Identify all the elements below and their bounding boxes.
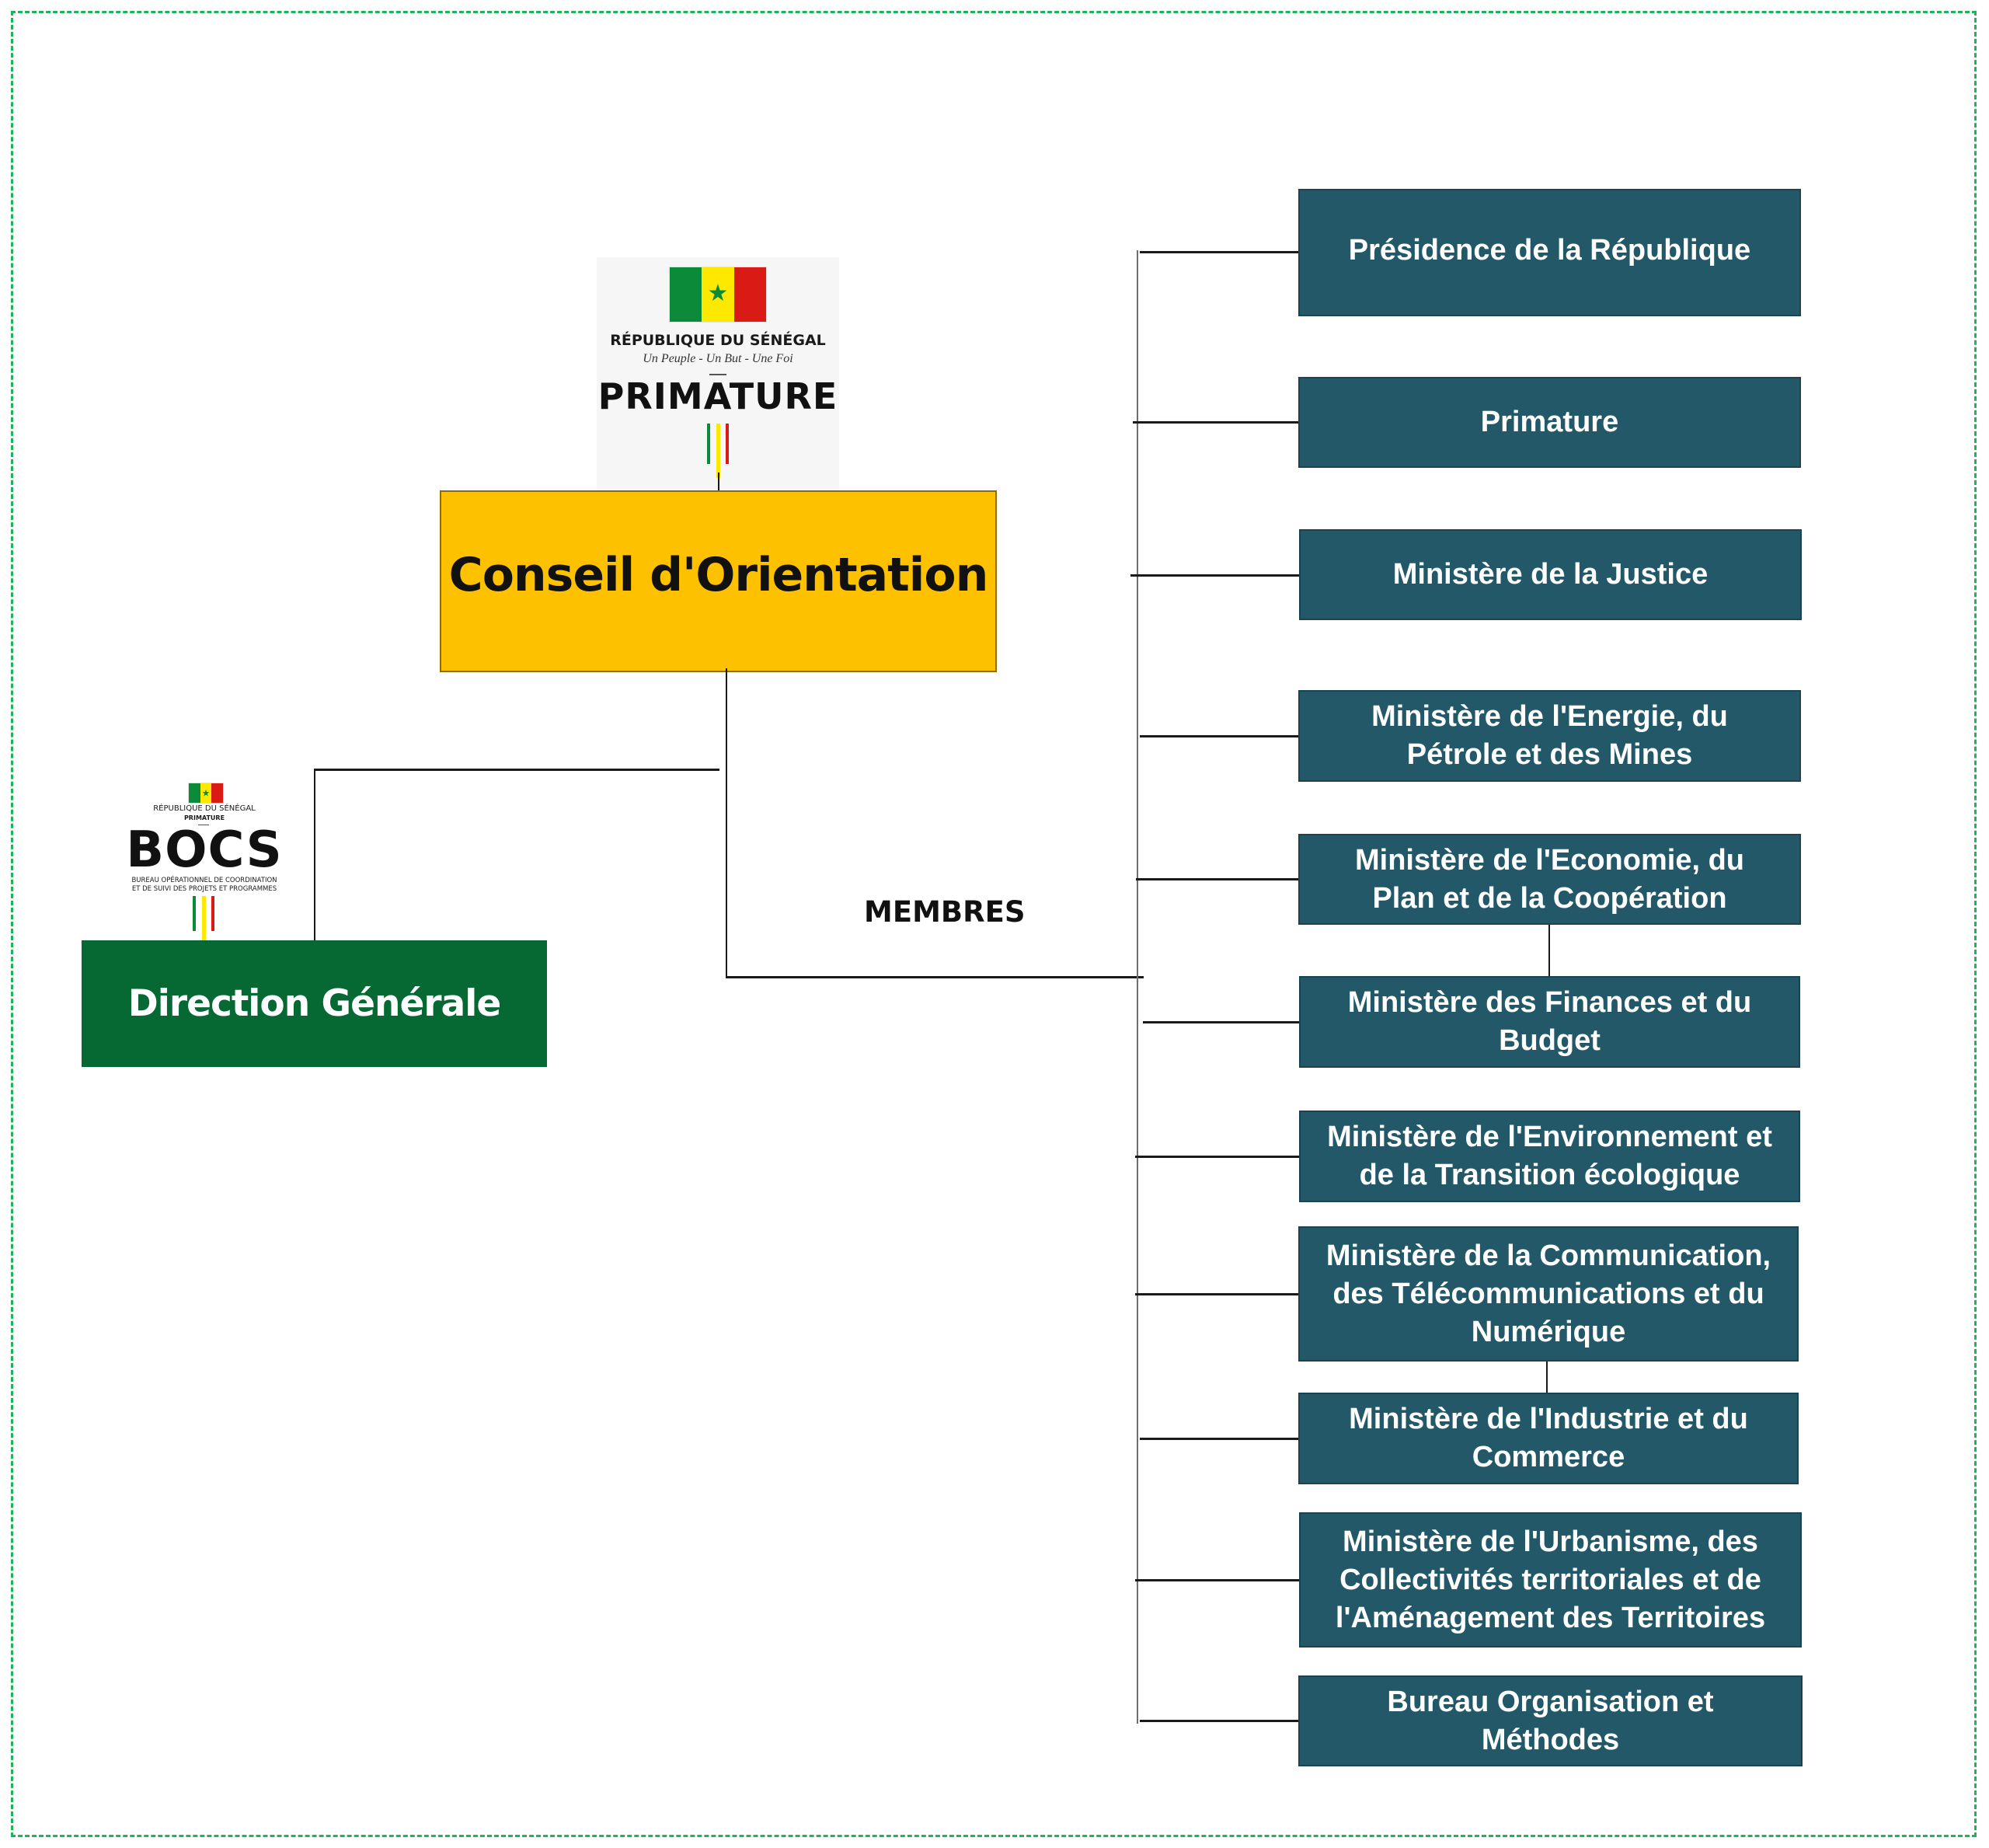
member-label: Ministère de la Justice	[1392, 558, 1709, 591]
member-industrie-box[interactable]: Ministère de l'Industrie et du Commerce	[1298, 1393, 1799, 1484]
logo-color-bars	[707, 424, 730, 490]
member-communication-box[interactable]: Ministère de la Communication, des Téléc…	[1298, 1226, 1799, 1362]
connector-economie-finances	[1548, 925, 1550, 977]
logo-rule	[709, 374, 726, 375]
diagram-frame	[11, 11, 1977, 1837]
logo-bocs-text: BOCS	[126, 821, 283, 879]
logo-motto-text: Un Peuple - Un But - Une Foi	[643, 352, 793, 365]
logo-subtitle-line1: BUREAU OPÉRATIONNEL DE COORDINATION	[131, 877, 277, 884]
member-connector	[1130, 574, 1300, 577]
member-label: Ministère des Finances et du Budget	[1347, 986, 1752, 1057]
member-urbanisme-box[interactable]: Ministère de l'Urbanisme, des Collectivi…	[1299, 1512, 1802, 1648]
member-finances-box[interactable]: Ministère des Finances et du Budget	[1299, 976, 1800, 1068]
member-justice-box[interactable]: Ministère de la Justice	[1299, 529, 1802, 620]
logo-country-text: RÉPUBLIQUE DU SÉNÉGAL	[610, 332, 826, 349]
connector-logo-conseil	[718, 472, 719, 491]
members-trunk-line	[1137, 250, 1138, 1724]
primature-logo: ★ RÉPUBLIQUE DU SÉNÉGAL Un Peuple - Un B…	[597, 257, 839, 490]
member-bureau-organisation-box[interactable]: Bureau Organisation et Méthodes	[1298, 1675, 1803, 1766]
connector-communication-industrie	[1546, 1362, 1548, 1393]
connector-conseil-down	[726, 668, 727, 978]
member-label: Bureau Organisation et Méthodes	[1387, 1685, 1714, 1756]
member-connector	[1136, 878, 1299, 880]
direction-generale-label: Direction Générale	[127, 982, 501, 1025]
member-connector	[1133, 421, 1299, 424]
senegal-flag-icon: ★	[188, 783, 224, 804]
member-economie-box[interactable]: Ministère de l'Economie, du Plan et de l…	[1298, 834, 1801, 925]
member-connector	[1135, 1293, 1299, 1295]
member-energie-box[interactable]: Ministère de l'Energie, du Pétrole et de…	[1298, 690, 1801, 782]
conseil-orientation-box[interactable]: Conseil d'Orientation	[440, 490, 997, 672]
member-connector	[1140, 251, 1299, 253]
member-connector	[1140, 735, 1299, 737]
membres-label: MEMBRES	[864, 895, 1026, 929]
member-label: Ministère de l'Environnement et de la Tr…	[1327, 1121, 1772, 1191]
member-label: Primature	[1480, 406, 1619, 438]
connector-direction-vertical	[314, 769, 315, 941]
star-icon: ★	[707, 280, 729, 306]
connector-conseil-direction-horizontal	[314, 769, 719, 771]
member-connector	[1143, 1021, 1300, 1023]
member-label: Ministère de l'Urbanisme, des Collectivi…	[1335, 1525, 1766, 1634]
senegal-flag-icon: ★	[669, 267, 767, 323]
member-label: Ministère de l'Industrie et du Commerce	[1349, 1403, 1748, 1473]
member-connector	[1135, 1579, 1300, 1581]
member-label: Ministère de la Communication, des Téléc…	[1325, 1239, 1771, 1348]
member-presidence-box[interactable]: Présidence de la République	[1298, 189, 1801, 316]
logo-parent-text: PRIMATURE	[183, 814, 225, 821]
logo-subtitle-line2: ET DE SUIVI DES PROJETS ET PROGRAMMES	[131, 885, 277, 893]
member-connector	[1140, 1720, 1299, 1722]
member-connector	[1135, 1156, 1300, 1158]
member-primature-box[interactable]: Primature	[1298, 377, 1801, 468]
member-environnement-box[interactable]: Ministère de l'Environnement et de la Tr…	[1299, 1111, 1800, 1202]
connector-conseil-membres-horizontal	[726, 976, 1144, 978]
logo-country-text: RÉPUBLIQUE DU SÉNÉGAL	[153, 804, 256, 813]
logo-color-bars	[193, 896, 216, 941]
member-label: Présidence de la République	[1348, 233, 1751, 267]
logo-primature-text: PRIMATURE	[597, 375, 838, 417]
bocs-logo: ★ RÉPUBLIQUE DU SÉNÉGAL PRIMATURE BOCS B…	[113, 773, 296, 941]
conseil-orientation-label: Conseil d'Orientation	[448, 548, 989, 602]
direction-generale-box[interactable]: Direction Générale	[82, 940, 547, 1067]
member-label: Ministère de l'Economie, du Plan et de l…	[1354, 843, 1744, 915]
member-label: Ministère de l'Energie, du Pétrole et de…	[1371, 700, 1728, 771]
member-connector	[1140, 1438, 1299, 1440]
star-icon: ★	[201, 787, 211, 799]
